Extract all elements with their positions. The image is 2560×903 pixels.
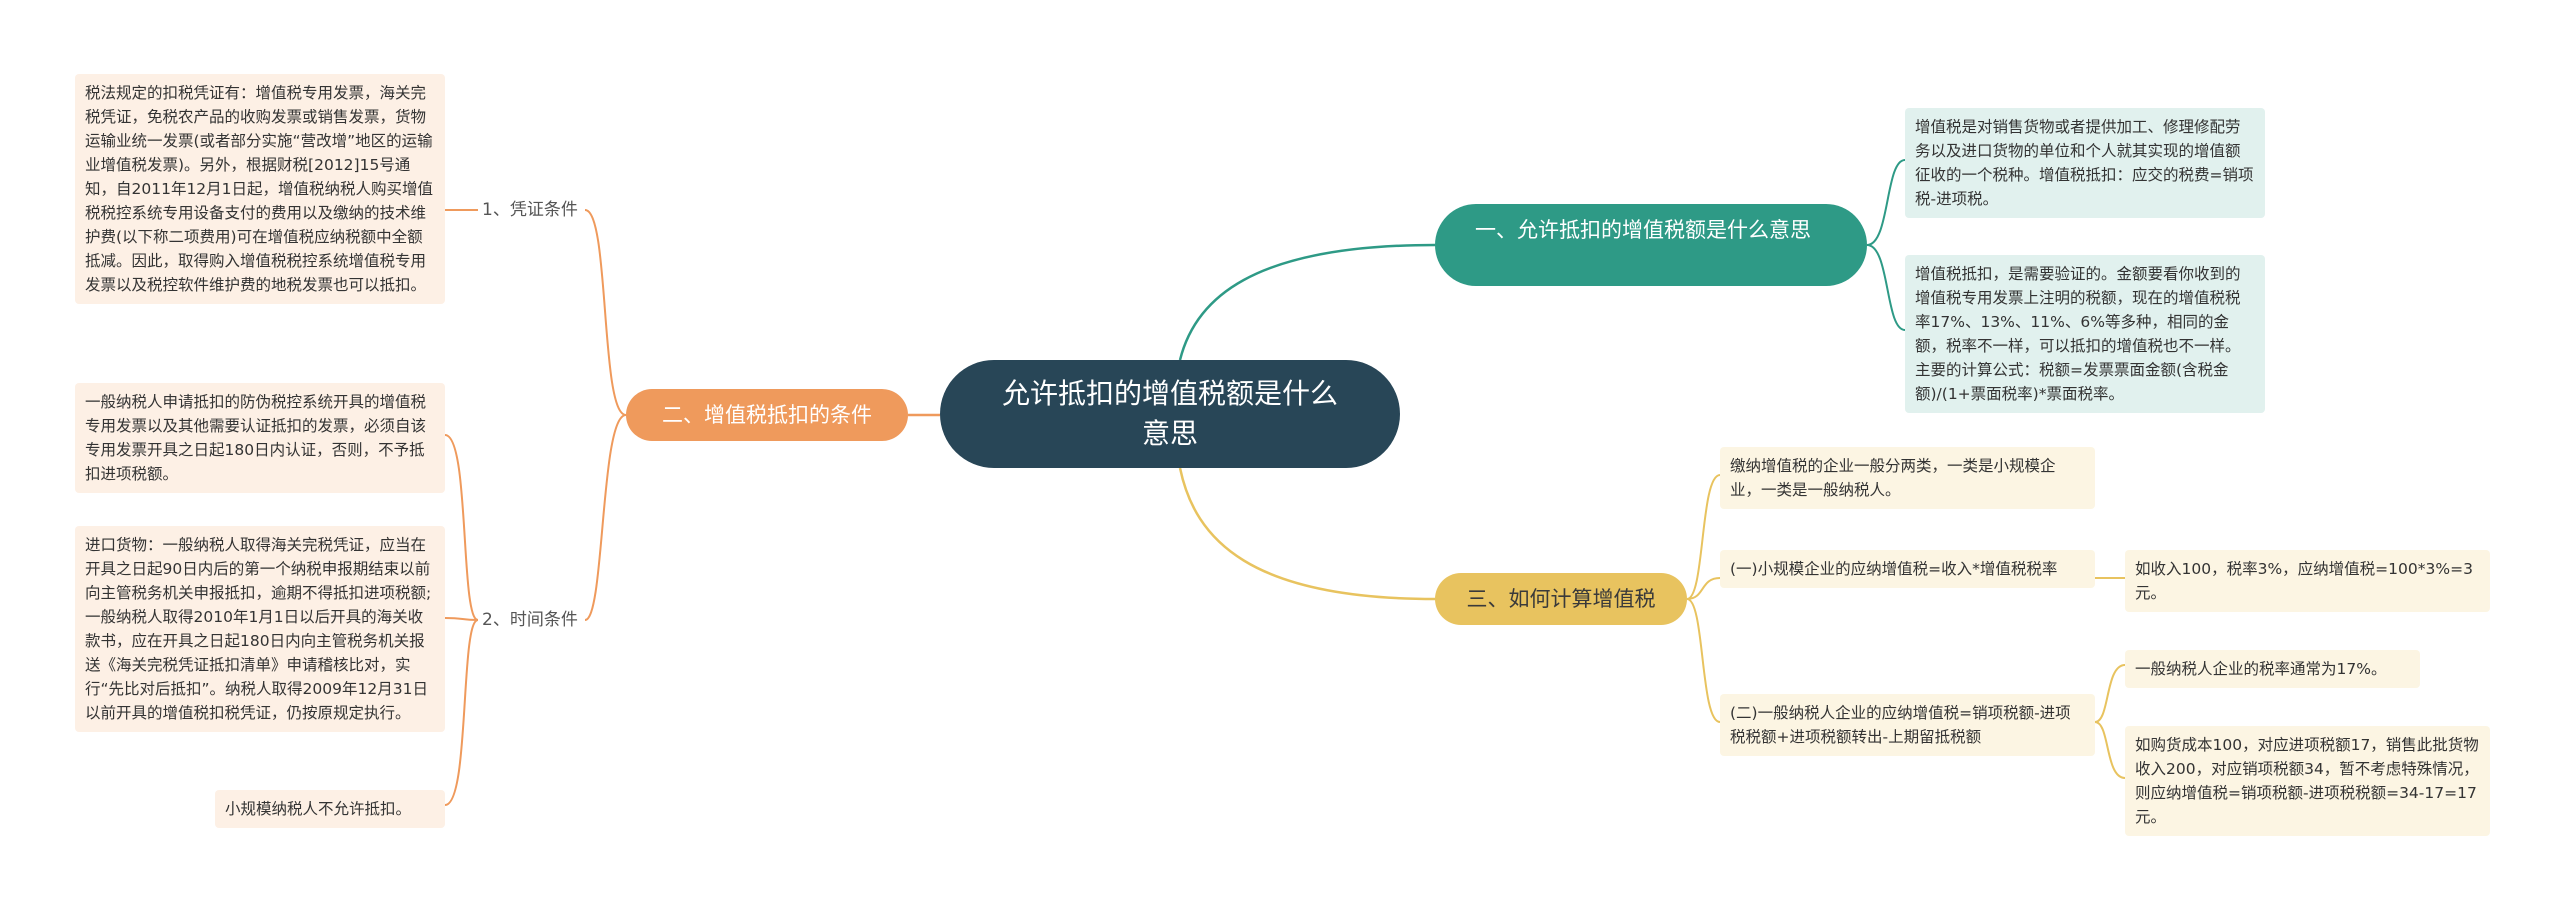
small-scale-example-leaf[interactable]: 如收入100，税率3%，应纳增值税=100*3%=3元。	[2125, 550, 2490, 612]
sub-label-time-conditions[interactable]: 2、时间条件	[478, 608, 582, 632]
branch-3-title: 三、如何计算增值税	[1466, 587, 1656, 611]
branch-1-leaf-definition[interactable]: 增值税是对销售货物或者提供加工、修理修配劳务以及进口货物的单位和个人就其实现的增…	[1905, 108, 2265, 218]
time-conditions-leaf-certification[interactable]: 一般纳税人申请抵扣的防伪税控系统开具的增值税专用发票以及其他需要认证抵扣的发票，…	[75, 383, 445, 493]
leaf-text: 税法规定的扣税凭证有：增值税专用发票，海关完税凭证，免税农产品的收购发票或销售发…	[85, 84, 434, 294]
leaf-text: (二)一般纳税人企业的应纳增值税=销项税额-进项税税额+进项税额转出-上期留抵税…	[1730, 704, 2071, 746]
leaf-text: 增值税抵扣，是需要验证的。金额要看你收到的增值税专用发票上注明的税额，现在的增值…	[1915, 265, 2241, 403]
leaf-text: 如购货成本100，对应进项税额17，销售此批货物收入200，对应销项税额34，暂…	[2135, 736, 2479, 826]
voucher-conditions-leaf[interactable]: 税法规定的扣税凭证有：增值税专用发票，海关完税凭证，免税农产品的收购发票或销售发…	[75, 74, 445, 304]
leaf-text: 小规模纳税人不允许抵扣。	[225, 800, 412, 818]
branch-2-title: 二、增值税抵扣的条件	[662, 403, 872, 427]
general-taxpayer-formula-leaf[interactable]: (二)一般纳税人企业的应纳增值税=销项税额-进项税税额+进项税额转出-上期留抵税…	[1720, 694, 2095, 756]
root-title: 允许抵扣的增值税额是什么意思	[1001, 377, 1338, 450]
time-conditions-leaf-import[interactable]: 进口货物：一般纳税人取得海关完税凭证，应当在开具之日起90日内后的第一个纳税申报…	[75, 526, 445, 732]
leaf-text: 进口货物：一般纳税人取得海关完税凭证，应当在开具之日起90日内后的第一个纳税申报…	[85, 536, 432, 722]
leaf-text: (一)小规模企业的应纳增值税=收入*增值税税率	[1730, 560, 2058, 578]
branch-1-topic[interactable]: 一、允许抵扣的增值税额是什么意思	[1435, 204, 1867, 286]
sub-label-voucher-conditions[interactable]: 1、凭证条件	[478, 198, 582, 222]
branch-2-topic[interactable]: 二、增值税抵扣的条件	[626, 389, 908, 441]
label-text: 2、时间条件	[482, 610, 578, 630]
leaf-text: 一般纳税人申请抵扣的防伪税控系统开具的增值税专用发票以及其他需要认证抵扣的发票，…	[85, 393, 427, 483]
leaf-text: 一般纳税人企业的税率通常为17%。	[2135, 660, 2387, 678]
small-scale-formula-leaf[interactable]: (一)小规模企业的应纳增值税=收入*增值税税率	[1720, 550, 2095, 588]
general-taxpayer-example-leaf[interactable]: 如购货成本100，对应进项税额17，销售此批货物收入200，对应销项税额34，暂…	[2125, 726, 2490, 836]
time-conditions-leaf-small-scale[interactable]: 小规模纳税人不允许抵扣。	[215, 790, 445, 828]
branch-1-title: 一、允许抵扣的增值税额是什么意思	[1475, 218, 1811, 242]
leaf-text: 如收入100，税率3%，应纳增值税=100*3%=3元。	[2135, 560, 2473, 602]
branch-3-topic[interactable]: 三、如何计算增值税	[1435, 573, 1687, 625]
general-taxpayer-rate-leaf[interactable]: 一般纳税人企业的税率通常为17%。	[2125, 650, 2420, 688]
label-text: 1、凭证条件	[482, 200, 578, 220]
branch-3-intro-leaf[interactable]: 缴纳增值税的企业一般分两类，一类是小规模企业，一类是一般纳税人。	[1720, 447, 2095, 509]
leaf-text: 增值税是对销售货物或者提供加工、修理修配劳务以及进口货物的单位和个人就其实现的增…	[1915, 118, 2254, 208]
branch-1-leaf-verification[interactable]: 增值税抵扣，是需要验证的。金额要看你收到的增值税专用发票上注明的税额，现在的增值…	[1905, 255, 2265, 413]
leaf-text: 缴纳增值税的企业一般分两类，一类是小规模企业，一类是一般纳税人。	[1730, 457, 2056, 499]
root-topic[interactable]: 允许抵扣的增值税额是什么意思	[940, 360, 1400, 468]
